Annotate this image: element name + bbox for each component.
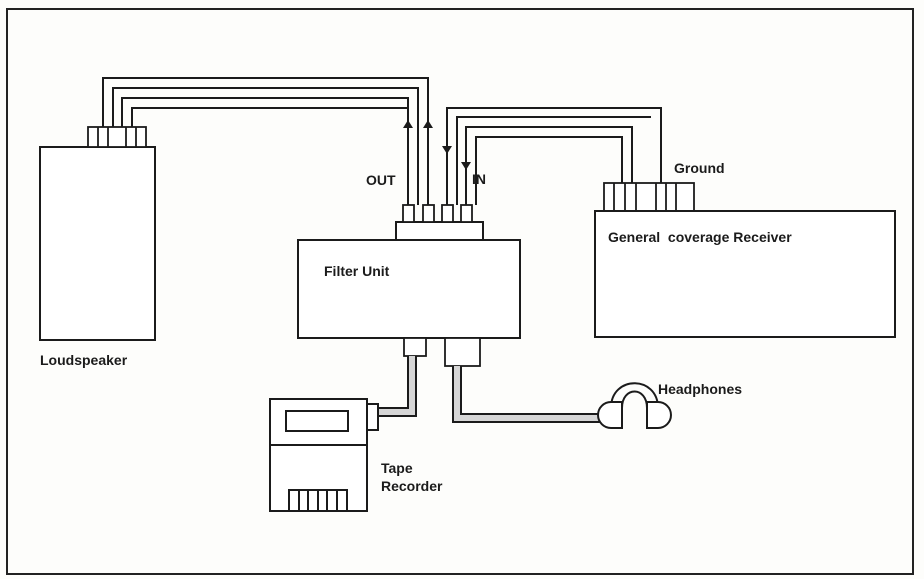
- tape-recorder: [270, 399, 378, 511]
- filter-unit-top-block: [396, 222, 483, 240]
- tape-label-line2: Recorder: [381, 478, 442, 495]
- tape-cable: [378, 356, 412, 412]
- headphone-cable: [457, 366, 604, 418]
- tape-label-line1: Tape: [381, 460, 413, 477]
- receiver-connector: [604, 183, 694, 211]
- out-label: OUT: [366, 172, 396, 189]
- headphones-label: Headphones: [658, 381, 742, 398]
- ground-label: Ground: [674, 160, 725, 177]
- filter-unit-box: [298, 240, 520, 338]
- receiver-label: General coverage Receiver: [608, 229, 792, 246]
- in-label: IN: [472, 171, 486, 188]
- loudspeaker-connector: [88, 127, 146, 147]
- loudspeaker-label: Loudspeaker: [40, 352, 127, 369]
- filter-unit-jacks: [403, 205, 472, 222]
- filter-unit-label: Filter Unit: [324, 263, 389, 280]
- loudspeaker-box: [40, 147, 155, 340]
